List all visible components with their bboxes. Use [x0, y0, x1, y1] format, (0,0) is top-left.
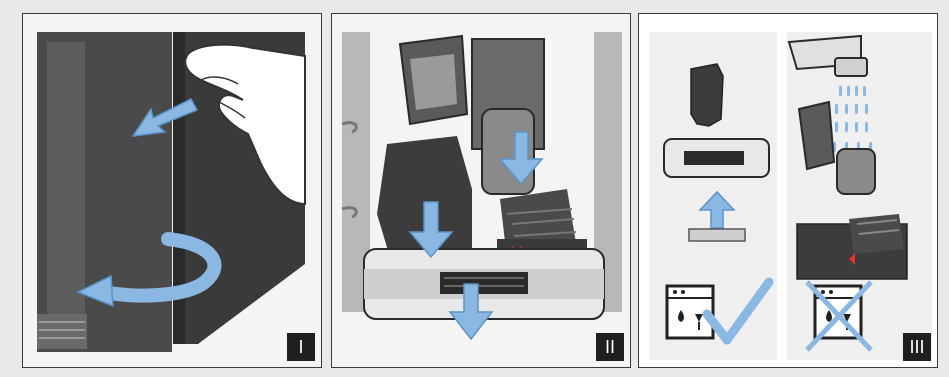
rotate-arrow-icon [76, 232, 222, 308]
arrow-down-left-icon [131, 98, 199, 137]
step-number-badge: I [287, 333, 315, 361]
step-1-illustration [23, 14, 321, 367]
arrow-down-icon [408, 131, 544, 341]
dispenser-icon [663, 63, 770, 242]
faucet-icon [787, 34, 876, 195]
drip-tray-insert-icon [796, 214, 908, 280]
step-1-panel: I [22, 13, 322, 368]
not-dishwasher-safe-icon [805, 280, 873, 352]
checkmark-icon [702, 277, 774, 345]
drip-tray-icon [363, 136, 605, 320]
step-2-panel: II [331, 13, 631, 368]
step-number-badge: III [903, 333, 931, 361]
step-2-illustration [332, 14, 630, 367]
hand-icon [184, 43, 306, 206]
step-3-panel: III [638, 13, 938, 368]
step-3-illustration [639, 14, 937, 367]
step-number-badge: II [596, 333, 624, 361]
